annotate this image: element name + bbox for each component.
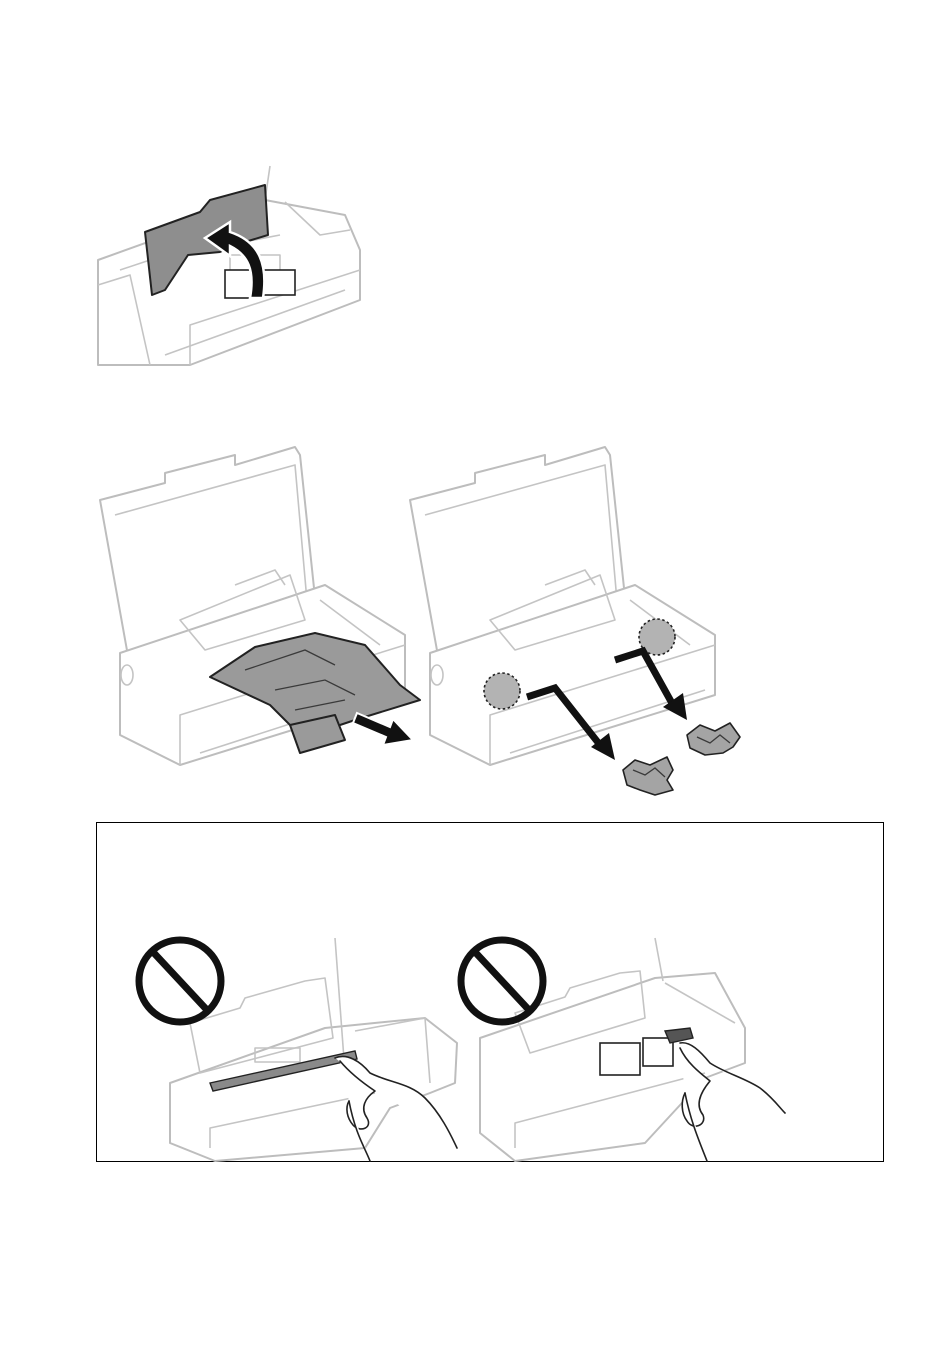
figure-do-not-touch-flat-cable bbox=[135, 933, 465, 1163]
prohibited-icon bbox=[139, 940, 221, 1022]
note-box bbox=[96, 822, 884, 1162]
figure-remove-torn-pieces bbox=[405, 435, 750, 810]
prohibited-icon bbox=[461, 940, 543, 1022]
figure-do-not-touch-print-head bbox=[455, 933, 775, 1163]
figure-open-cover bbox=[90, 160, 380, 370]
straight-arrow-icon bbox=[353, 713, 413, 745]
figure-pull-out-jammed-paper bbox=[95, 435, 415, 775]
